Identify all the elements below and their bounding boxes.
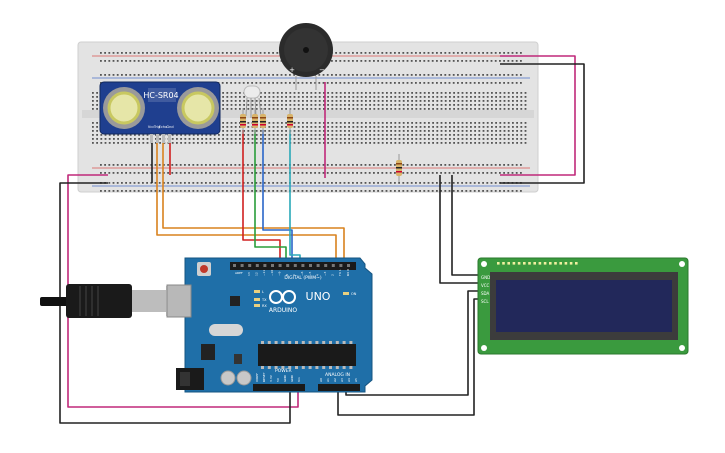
sensor-pin-echo-label: Echo (159, 125, 168, 129)
wire-top-rail-to-bottom-rail-ground (500, 63, 585, 184)
wire-lcd-vcc (451, 175, 478, 276)
power-pin-label: GND (283, 374, 287, 382)
led-l-indicator (254, 290, 260, 293)
piezo-buzzer[interactable]: + − (279, 23, 333, 90)
digital-pin-label: ~5 (308, 271, 312, 276)
digital-header-label: DIGITAL (PWM~) (284, 275, 322, 281)
atmega-chip (258, 344, 356, 366)
tx-label: TX (261, 298, 267, 302)
digital-pin-label: ~9 (277, 271, 281, 276)
arduino-model: UNO (306, 290, 331, 303)
power-pin-label: IOREF (255, 373, 259, 382)
lcd-pin-sda: SDA (481, 291, 490, 296)
wire-top-rail-to-bottom-rail-positive (500, 55, 576, 176)
digital-pin-label: ~10 (270, 270, 274, 276)
sensor-pin-trig-label: Trig (153, 125, 160, 129)
resistors (240, 108, 402, 182)
wire-led-blue (262, 130, 293, 262)
analog-pin-label: A2 (333, 378, 337, 382)
digital-pin-label: TX 1 (338, 269, 342, 277)
arduino-brand: ARDUINO (269, 307, 298, 314)
wire-led-green (254, 130, 287, 262)
usb-cable[interactable] (40, 284, 192, 318)
digital-pin-label: 12 (255, 272, 259, 276)
resistor-5[interactable] (396, 154, 402, 182)
wire-arduino-gnd-to-rail (59, 182, 291, 424)
wire-led-red (242, 130, 281, 262)
ultrasonic-sensor[interactable]: HC-SR04 Vcc Trig Echo Gnd (99, 81, 221, 143)
analog-pin-label: A3 (340, 378, 344, 382)
power-pin-label: Vin (297, 377, 301, 382)
wire-sensor-echo (162, 142, 345, 262)
digital-pin-label: 2 (331, 274, 335, 276)
sensor-pin-vcc-label: Vcc (148, 125, 154, 129)
analog-pin-label: A0 (319, 378, 323, 382)
analog-header (318, 384, 360, 391)
digital-header (230, 262, 356, 270)
digital-pin-label: 7 (293, 274, 297, 276)
analog-pin-label: A1 (326, 378, 330, 382)
capacitor-1 (220, 370, 236, 386)
wires (59, 55, 585, 424)
usb-chip (230, 296, 240, 306)
aref-label: AREF (235, 271, 243, 275)
wire-sensor-trig (156, 142, 337, 262)
power-pin-label: 5V (276, 377, 280, 382)
digital-pin-label: RX 0 (346, 269, 350, 276)
capacitor-2 (236, 370, 252, 386)
digital-pin-label: 8 (285, 274, 289, 276)
sensor-label: HC-SR04 (143, 91, 178, 100)
power-pin-label: 3.3V (269, 374, 273, 382)
digital-pin-label: 4 (315, 274, 319, 276)
analog-header-label: ANALOG IN (325, 372, 350, 378)
wire-arduino-5v-to-rail (67, 174, 299, 408)
buzzer-minus-label: − (319, 66, 325, 74)
buzzer-plus-label: + (289, 66, 295, 74)
analog-pin-label: A5 (354, 378, 358, 382)
resistor-2[interactable] (252, 108, 258, 134)
crystal (209, 324, 243, 336)
wire-lcd-scl (337, 298, 478, 416)
power-pin-label: GND (290, 374, 294, 382)
led-l-label: L (262, 290, 264, 294)
resistor-1[interactable] (240, 108, 246, 134)
power-header-label: POWER (275, 368, 292, 374)
lcd-screen (496, 280, 672, 332)
rx-label: RX (262, 304, 267, 308)
digital-pin-label: ~6 (300, 271, 304, 276)
on-label: ON (351, 292, 357, 296)
usb-port (166, 284, 192, 318)
digital-pin-label: 13 (247, 272, 251, 276)
analog-pin-label: A4 (347, 378, 351, 382)
on-led (343, 292, 349, 295)
lcd-display[interactable]: GND VCC SDA SCL (477, 257, 689, 355)
wire-lcd-sda (345, 290, 478, 396)
arduino-logo (269, 290, 296, 304)
rgb-led[interactable] (243, 85, 262, 118)
voltage-regulator (201, 344, 215, 360)
resistor-3[interactable] (260, 108, 266, 134)
digital-pin-label: ~11 (262, 270, 266, 276)
lcd-pin-scl: SCL (481, 299, 489, 304)
arduino-uno[interactable]: DIGITAL (PWM~) AREF POWER ANALOG IN ARDU… (166, 257, 373, 393)
lcd-pin-vcc: VCC (481, 283, 490, 288)
sensor-pin-gnd-label: Gnd (166, 125, 173, 129)
digital-pin-label: ~3 (323, 271, 327, 276)
power-pin-label: RESET (262, 372, 266, 382)
resistor-4[interactable] (287, 108, 293, 134)
lcd-pin-gnd: GND (481, 275, 490, 280)
power-header (253, 384, 305, 391)
wire-lcd-gnd (439, 175, 478, 284)
